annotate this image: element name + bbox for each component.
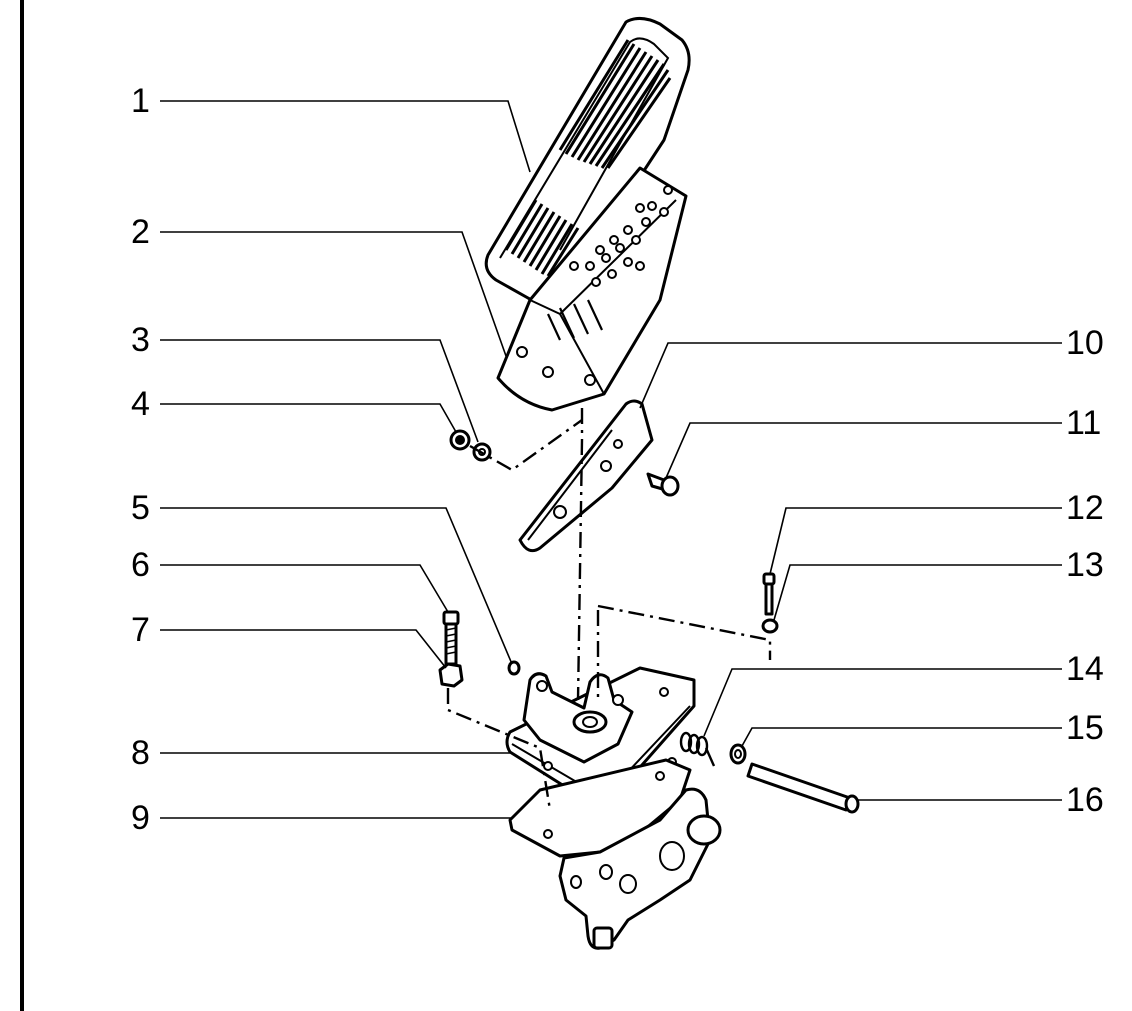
callout-13: 13	[1066, 546, 1104, 584]
mounting-plate	[505, 666, 696, 798]
callout-14: 14	[1066, 650, 1104, 688]
callout-7: 7	[131, 611, 150, 649]
callout-5: 5	[131, 489, 150, 527]
callout-3: 3	[131, 321, 150, 359]
callout-9: 9	[131, 799, 150, 837]
leader-lines-left	[160, 100, 531, 819]
washer-13	[761, 618, 779, 634]
screw-11	[646, 472, 680, 497]
assembly-center-lines	[446, 408, 772, 811]
callout-6: 6	[131, 546, 150, 584]
screw-12	[762, 572, 776, 616]
callout-4: 4	[131, 385, 150, 423]
pedal-bracket	[496, 166, 688, 412]
nut-4	[449, 429, 471, 451]
lever-plate	[518, 399, 654, 553]
callout-16: 16	[1066, 781, 1104, 819]
callout-12: 12	[1066, 489, 1104, 527]
washer-5	[507, 660, 521, 676]
callout-10: 10	[1066, 324, 1104, 362]
callout-2: 2	[131, 213, 150, 251]
pedal-pad	[484, 17, 691, 305]
leader-lines-right	[639, 342, 1062, 801]
pin-16	[746, 762, 860, 814]
callout-8: 8	[131, 734, 150, 772]
bolt-6	[442, 610, 460, 666]
spring-14	[679, 731, 716, 767]
bushing-15	[729, 743, 747, 765]
callout-11: 11	[1066, 404, 1102, 442]
callout-15: 15	[1066, 709, 1104, 747]
valve-body	[508, 758, 722, 950]
nut-7	[438, 662, 464, 688]
callout-1: 1	[131, 82, 150, 120]
